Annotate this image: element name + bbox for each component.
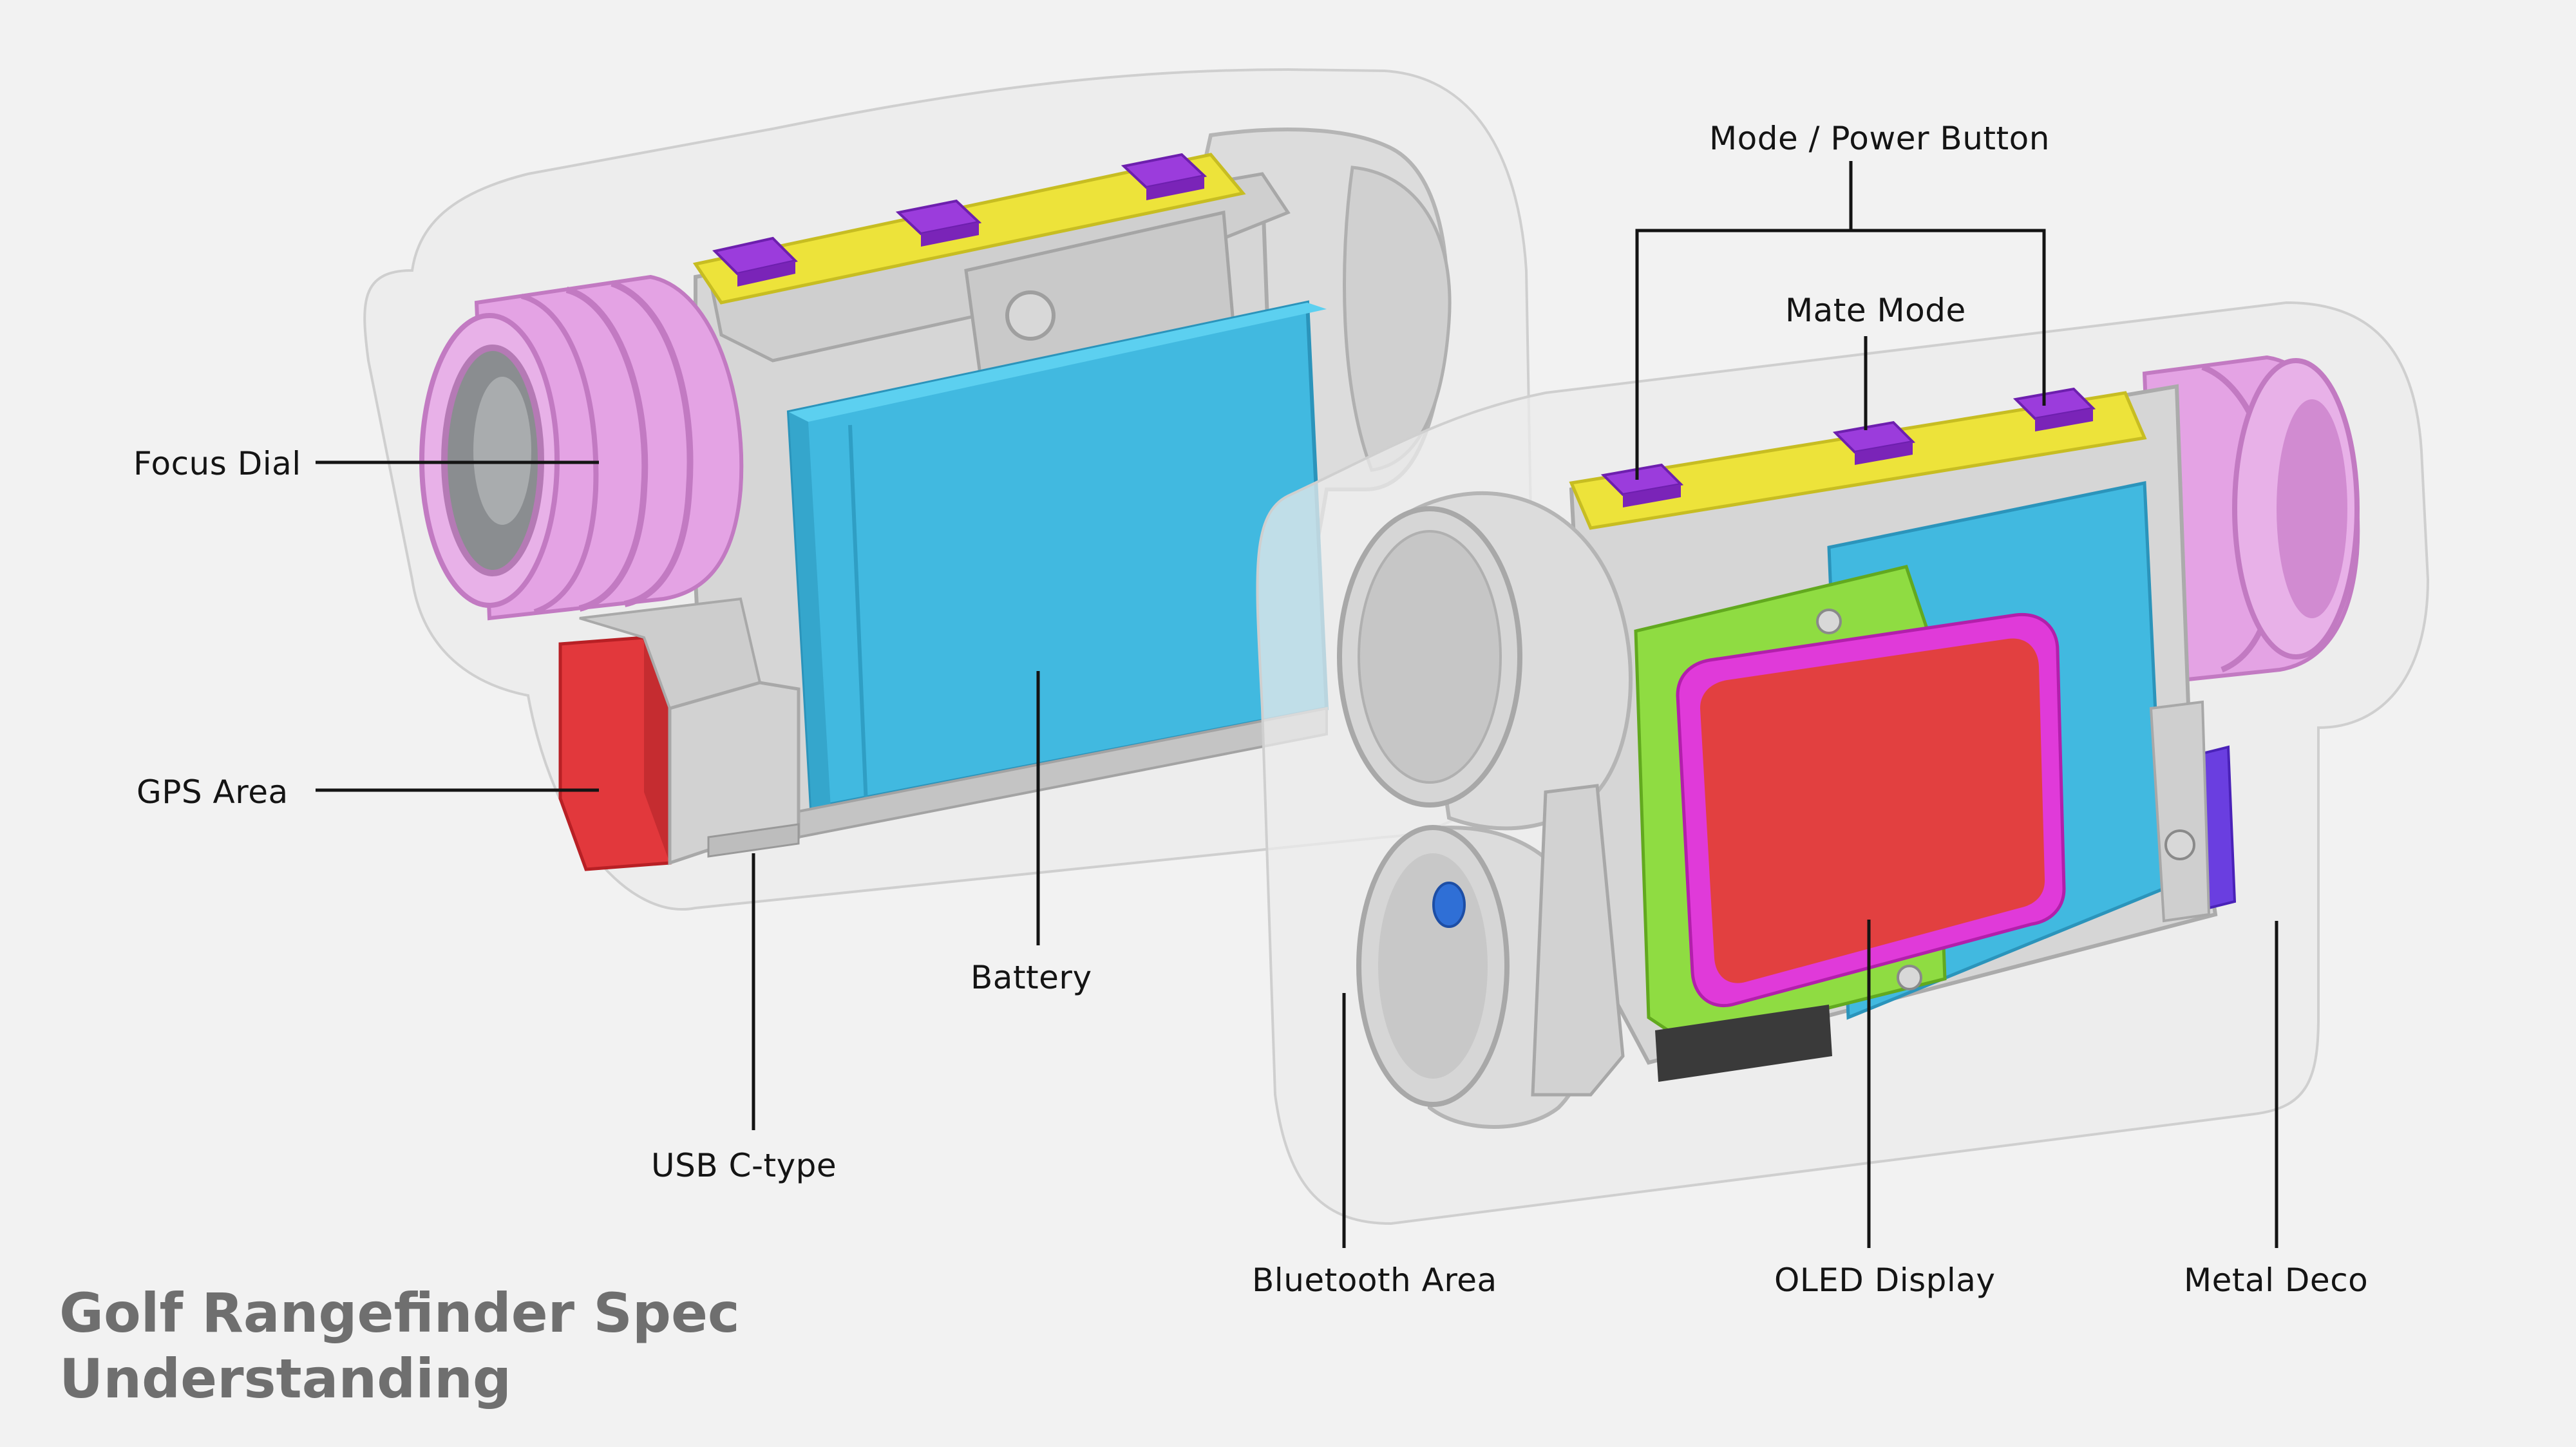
mate-mode-label: Mate Mode bbox=[1785, 292, 1966, 329]
left-button-1-icon bbox=[712, 236, 798, 287]
usb-label: USB C-type bbox=[651, 1147, 837, 1184]
battery-top-face bbox=[789, 303, 1327, 422]
right-device bbox=[1256, 301, 2430, 1225]
objective-lens-upper-icon bbox=[1337, 491, 1633, 831]
mode-power-button-left-icon bbox=[1600, 463, 1684, 507]
page-title-line-1: Golf Rangefinder Spec bbox=[59, 1281, 740, 1345]
mate-mode-button-icon bbox=[1832, 421, 1916, 465]
mode-power-button-label: Mode / Power Button bbox=[1709, 120, 2050, 157]
bluetooth-area-label: Bluetooth Area bbox=[1252, 1262, 1497, 1299]
battery-inner-edge bbox=[848, 424, 868, 806]
oled-display-label: OLED Display bbox=[1774, 1262, 1996, 1299]
usb-port-icon bbox=[707, 823, 800, 858]
left-knob-icon bbox=[1005, 290, 1056, 341]
bottom-screw-icon bbox=[1897, 965, 1922, 990]
mode-power-button-leader bbox=[1635, 229, 2046, 480]
focus-dial-icon bbox=[419, 274, 744, 621]
page-title-line-2: Understanding bbox=[59, 1347, 512, 1410]
left-device bbox=[363, 68, 1535, 911]
battery-label: Battery bbox=[971, 959, 1092, 996]
gps-block bbox=[558, 597, 762, 871]
right-eyepiece-icon bbox=[2142, 355, 2360, 685]
front-bridge bbox=[1531, 784, 1625, 1097]
gps-area-label: GPS Area bbox=[137, 773, 289, 811]
battery-side-face bbox=[789, 412, 831, 808]
leader-lines bbox=[316, 161, 2278, 1248]
page-title: Golf Rangefinder Spec Understanding bbox=[59, 1280, 740, 1412]
pcb-connector-strip bbox=[1655, 1005, 1832, 1082]
oled-display bbox=[1676, 612, 2066, 1007]
metal-deco-label: Metal Deco bbox=[2184, 1262, 2369, 1299]
left-button-2-icon bbox=[895, 199, 982, 247]
side-screw-icon bbox=[2164, 829, 2195, 860]
bluetooth-module-icon bbox=[1432, 882, 1466, 928]
right-side-bracket bbox=[2149, 700, 2211, 923]
left-button-3-icon bbox=[1121, 153, 1208, 200]
focus-dial-label: Focus Dial bbox=[133, 445, 301, 482]
pcb-screw-icon bbox=[1816, 609, 1842, 634]
mode-power-button-right-icon bbox=[2012, 387, 2096, 431]
